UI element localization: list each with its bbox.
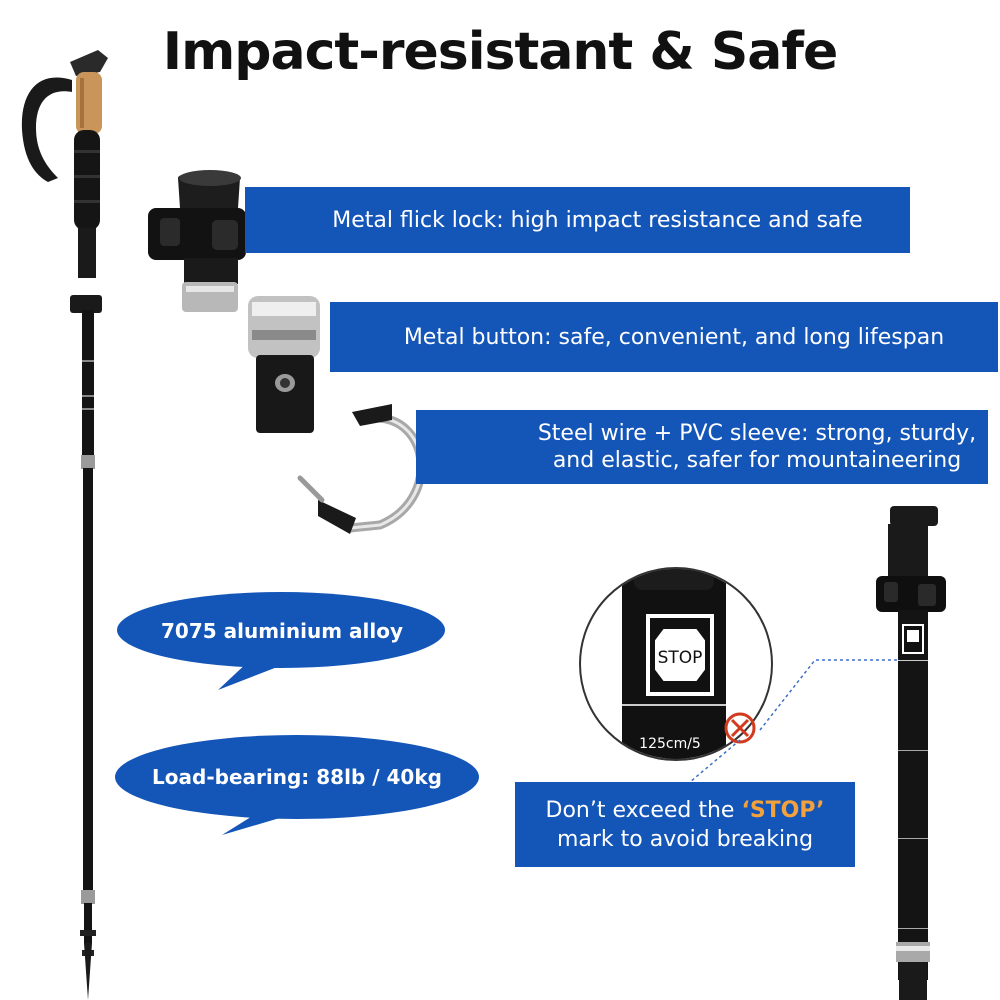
- warning-line1: Don’t exceed the ‘STOP’: [546, 796, 825, 825]
- no-icon: [724, 712, 756, 744]
- pole-tip: [84, 943, 92, 1000]
- steel-wire-detail: [297, 404, 426, 534]
- page-title: Impact-resistant & Safe: [162, 22, 839, 82]
- handle-cap: [70, 50, 108, 76]
- bubble-load-text: Load-bearing: 88lb / 40kg: [152, 765, 442, 789]
- cork-grip: [76, 72, 102, 134]
- warning-prefix: Don’t exceed the: [545, 797, 742, 823]
- stop-warning-note: Don’t exceed the ‘STOP’ mark to avoid br…: [515, 782, 855, 867]
- pole-shaft-upper: [82, 310, 94, 460]
- bubble-alloy-shape: [117, 592, 445, 668]
- wrist-strap: [21, 77, 72, 182]
- steel-wire-text-line2: and elastic, safer for mountaineering: [552, 448, 962, 473]
- pole-flick-lock: [70, 295, 102, 313]
- flick-lock-text: Metal flick lock: high impact resistance…: [332, 207, 863, 233]
- flick-lock-detail: [148, 170, 246, 312]
- stop-zoom-detail: STOP 125cm/5: [579, 567, 773, 761]
- warning-line2: mark to avoid breaking: [556, 826, 814, 852]
- metal-button-text: Metal button: safe, convenient, and long…: [403, 324, 945, 350]
- feature-banner-flick-lock: Metal flick lock: high impact resistance…: [245, 187, 910, 253]
- stop-sign-text: STOP: [658, 648, 703, 668]
- height-mark-text: 125cm/5: [639, 736, 701, 752]
- trekking-pole-section: [876, 506, 946, 1000]
- foam-grip: [74, 130, 100, 230]
- steel-wire-text-line1: Steel wire + PVC sleeve: strong, sturdy,: [537, 421, 977, 446]
- warning-stop-word: ‘STOP’: [741, 797, 825, 823]
- bubble-load-shape: [115, 735, 479, 819]
- pole-shaft-lower: [83, 468, 93, 898]
- trekking-pole-full: [21, 50, 108, 1000]
- connector-line-lower: [689, 739, 741, 783]
- feature-banner-steel-wire: Steel wire + PVC sleeve: strong, sturdy,…: [416, 410, 988, 484]
- bubble-alloy-text: 7075 aluminium alloy: [160, 619, 404, 643]
- feature-banner-metal-button: Metal button: safe, convenient, and long…: [330, 302, 998, 372]
- metal-button-detail: [248, 296, 320, 433]
- speech-bubbles: [115, 592, 479, 835]
